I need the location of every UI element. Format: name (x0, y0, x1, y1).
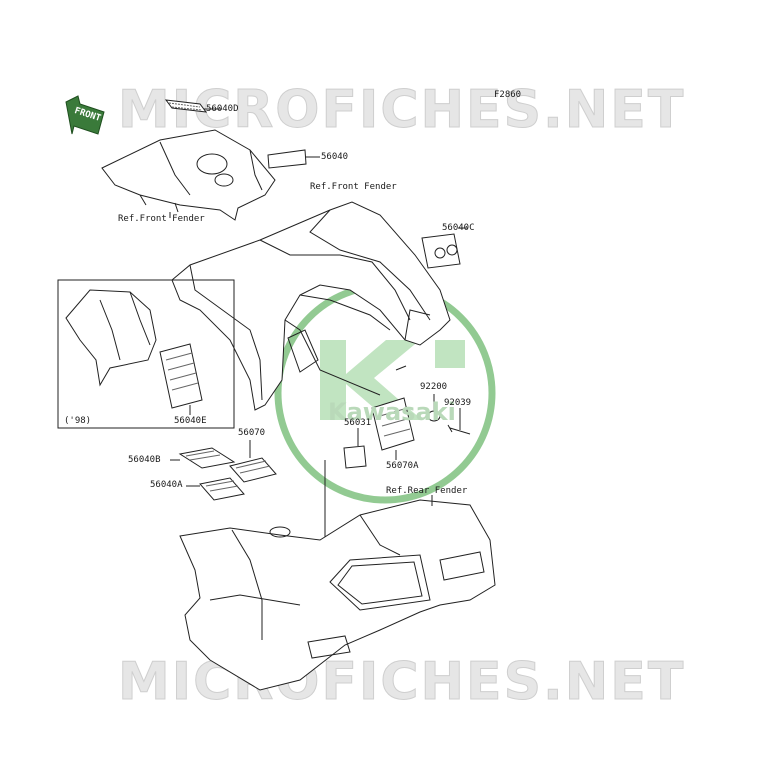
decal-56040d-shape (164, 99, 208, 113)
watermark-top: MICROFICHES.NET (117, 80, 686, 140)
part-label-56040c: 56040C (442, 223, 475, 233)
decal-56070a-shape (371, 397, 415, 451)
decal-56040b-shape (178, 447, 236, 469)
washer-92200-shape (427, 410, 441, 422)
label-56031-shape (343, 428, 367, 469)
ref-front-fender-label-1: Ref.Front Fender (310, 182, 397, 192)
front-cover-shape (101, 129, 276, 221)
ref-rear-fender-label: Ref.Rear Fender (386, 486, 468, 496)
part-label-56031: 56031 (344, 418, 372, 428)
part-label-56070a: 56070A (386, 461, 419, 471)
inset-fender-shape (65, 289, 157, 387)
front-arrow-icon (65, 95, 105, 135)
figure-code: F2860 (494, 90, 522, 100)
decal-56040e-shape (159, 343, 203, 409)
decal-56040c-shape (421, 233, 461, 269)
part-label-56040d: 56040D (206, 104, 239, 114)
part-label-56040a: 56040A (150, 480, 183, 490)
part-label-56070: 56070 (238, 428, 266, 438)
inset-98-box (57, 279, 235, 429)
year-98-label: ('98) (64, 416, 92, 426)
part-label-56040e: 56040E (174, 416, 207, 426)
part-label-56040b: 56040B (128, 455, 161, 465)
part-label-92039: 92039 (444, 398, 472, 408)
decal-56040-shape (267, 149, 307, 169)
ref-front-fender-label-2: Ref.Front Fender (118, 214, 205, 224)
kawasaki-logo-text: Kawasaki (328, 398, 456, 426)
kawasaki-logo (274, 282, 496, 504)
pin-92039-shape (447, 424, 471, 435)
watermark-bottom: MICROFICHES.NET (117, 652, 686, 712)
front-fender-shape (171, 201, 451, 411)
part-label-56040: 56040 (321, 152, 349, 162)
part-label-92200: 92200 (420, 382, 448, 392)
rear-fender-shape (179, 499, 496, 691)
